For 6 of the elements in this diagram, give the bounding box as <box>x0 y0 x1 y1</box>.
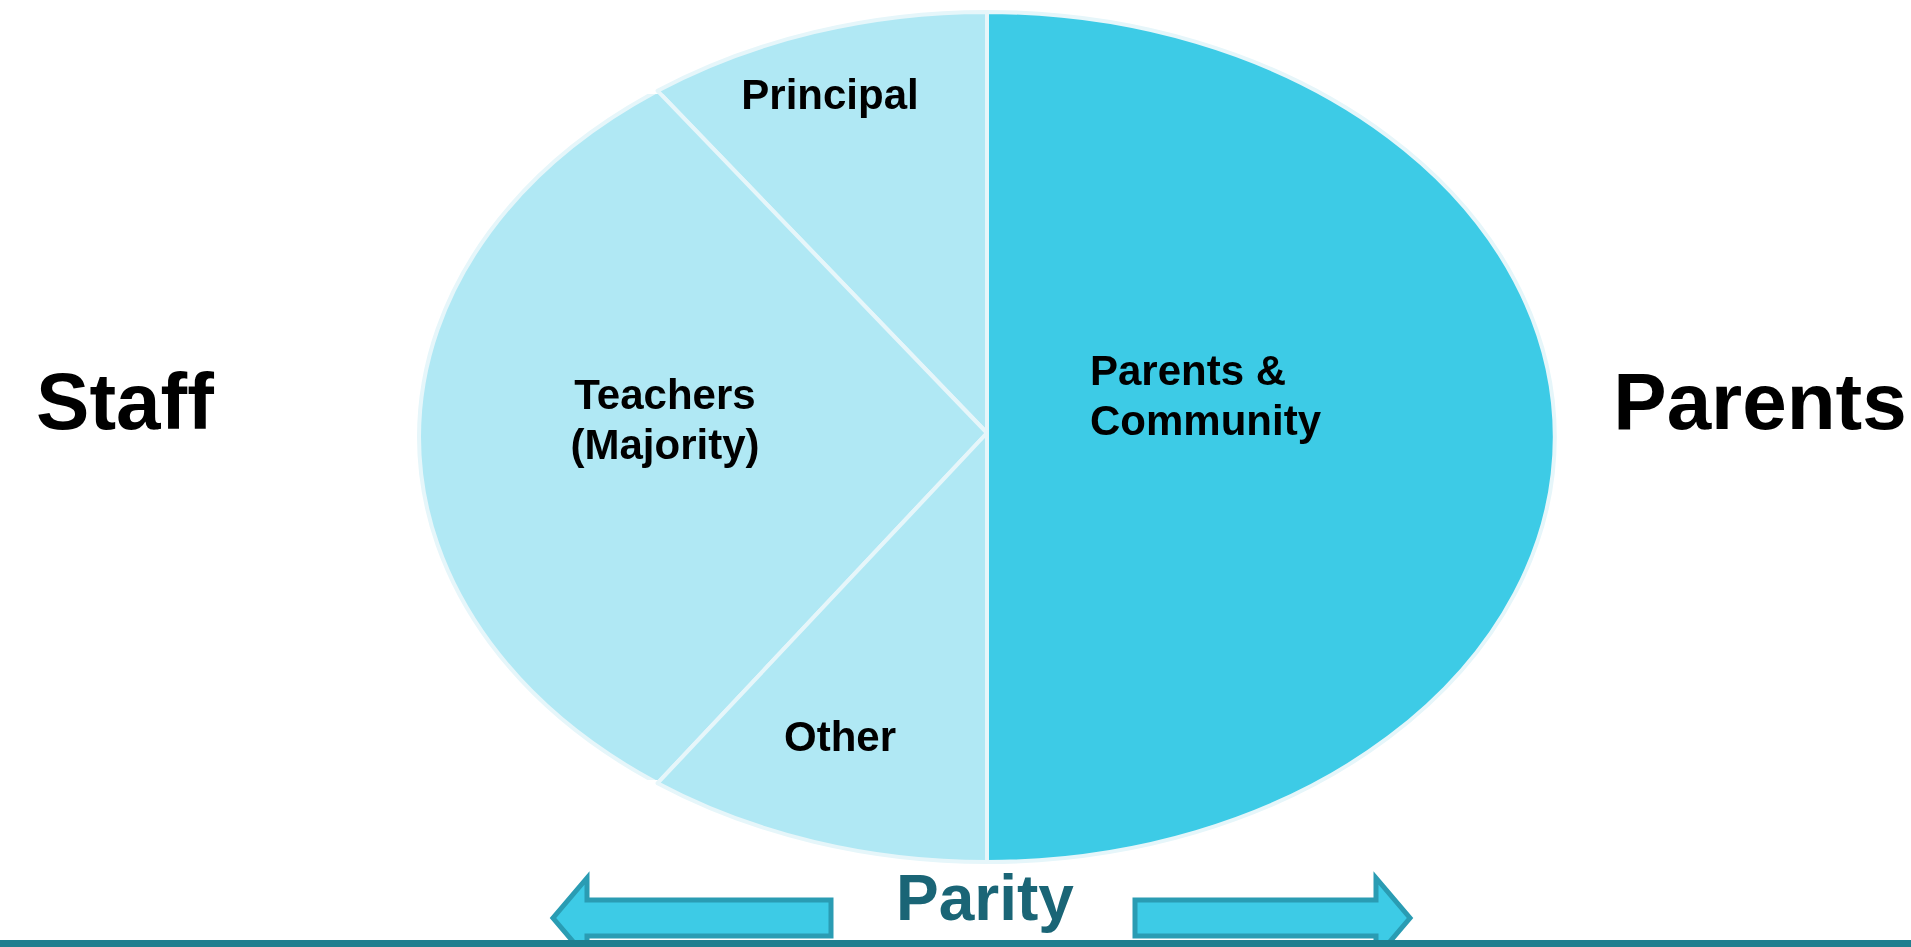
slice-label: Parents & Community <box>1090 346 1322 447</box>
slice-label: Other <box>783 712 897 762</box>
group-label: Parents <box>1613 356 1907 448</box>
slice-label: Teachers (Majority) <box>569 370 761 471</box>
group-label: Staff <box>36 356 214 448</box>
slice-label: Principal <box>740 70 920 120</box>
